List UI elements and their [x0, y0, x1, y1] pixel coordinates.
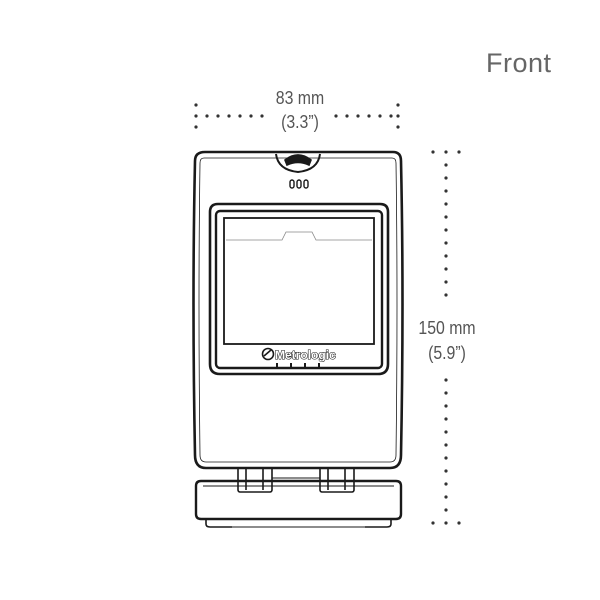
height-dimension-dots [431, 150, 461, 525]
indicator-leds-icon [289, 179, 309, 189]
width-dots-left [194, 103, 264, 129]
window-bezel-mid [214, 209, 384, 370]
width-metric-label: 83 mm [275, 88, 325, 108]
logo-mark-icon [261, 347, 275, 361]
width-dimension-dots [194, 103, 400, 129]
scanner-base [194, 479, 403, 528]
width-imperial-label: (3.3”) [281, 112, 319, 132]
base-foot-right [365, 519, 392, 528]
window-glass-highlight [226, 231, 372, 241]
head-outline [192, 150, 404, 470]
height-metric-label: 150 mm [418, 318, 476, 338]
logo-wordmark: Metrologic [275, 348, 336, 362]
width-dots-right [334, 103, 400, 129]
head-inner-edge [198, 157, 398, 463]
height-imperial-label: (5.9”) [428, 343, 466, 363]
sensor-housing [275, 153, 321, 174]
window-glass [223, 217, 375, 345]
scan-window [208, 202, 390, 376]
window-bezel-outer [208, 202, 390, 376]
metrologic-logo: Metrologic [261, 347, 337, 368]
view-label: Front [486, 48, 552, 78]
logo-sub-marks [276, 363, 320, 368]
base-foot-left [205, 519, 232, 528]
base-outline [194, 479, 403, 521]
scanner-head [192, 150, 404, 470]
sensor-lens [284, 154, 312, 167]
